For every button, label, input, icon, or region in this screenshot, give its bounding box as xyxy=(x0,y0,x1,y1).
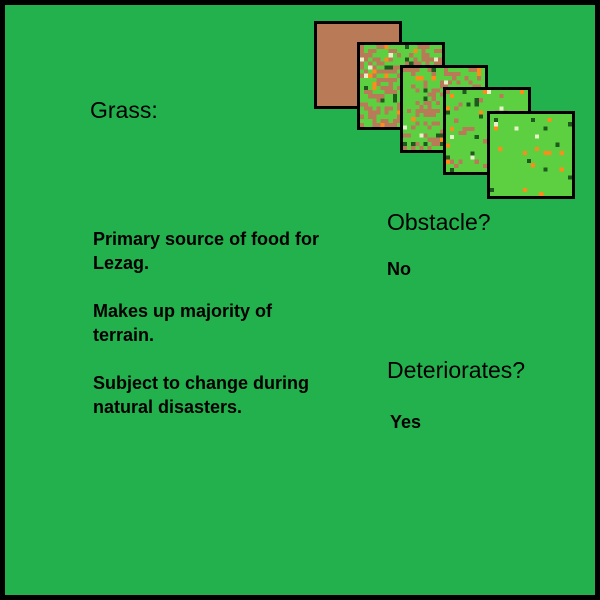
description-terrain: Makes up majority of terrain. xyxy=(93,301,273,345)
deteriorates-value: Yes xyxy=(390,412,422,432)
obstacle-value: No xyxy=(387,259,411,279)
tile-title: Grass: xyxy=(90,97,158,123)
full-grass-tile-icon xyxy=(487,111,575,199)
description-food: Primary source of food for Lezag. xyxy=(93,229,320,273)
deteriorates-heading: Deteriorates? xyxy=(387,357,526,383)
description-disasters: Subject to change during natural disaste… xyxy=(93,373,310,417)
obstacle-heading: Obstacle? xyxy=(387,209,491,235)
